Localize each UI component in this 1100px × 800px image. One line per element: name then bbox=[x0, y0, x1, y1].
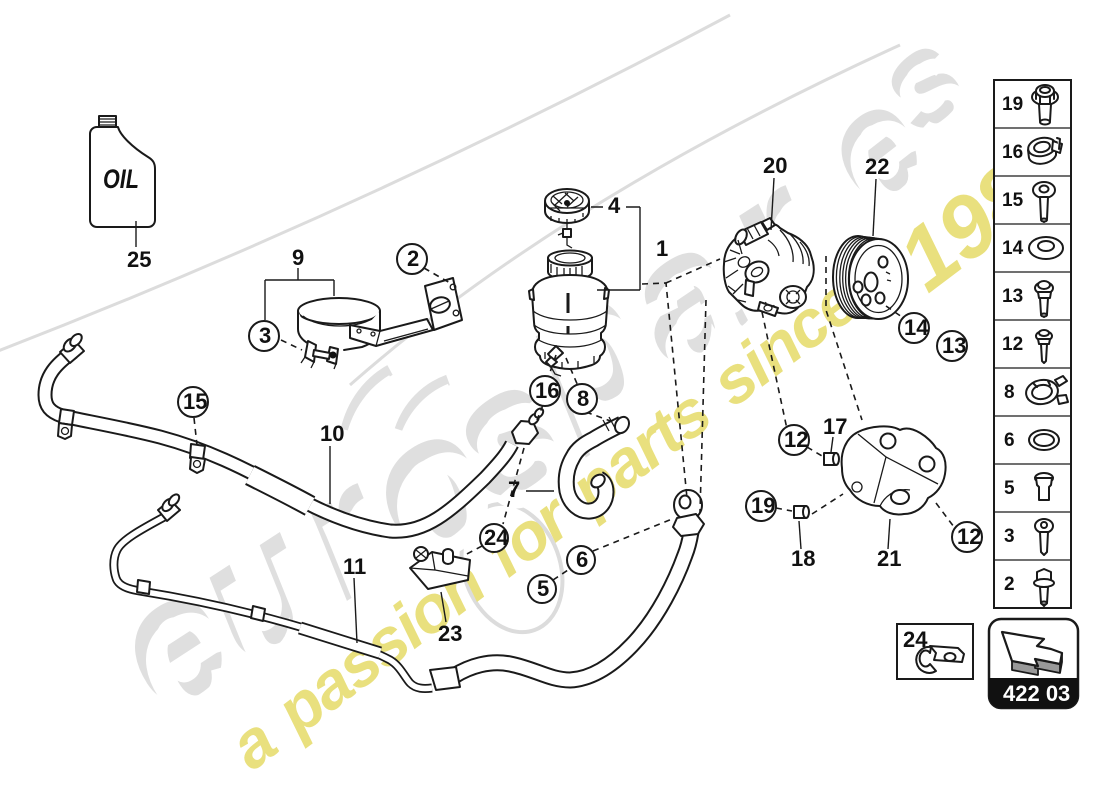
svg-text:13: 13 bbox=[1002, 286, 1023, 307]
svg-text:20: 20 bbox=[763, 153, 787, 178]
svg-text:15: 15 bbox=[183, 389, 207, 414]
svg-text:3: 3 bbox=[259, 323, 271, 348]
svg-text:18: 18 bbox=[791, 546, 815, 571]
svg-text:5: 5 bbox=[1004, 478, 1015, 499]
svg-text:1: 1 bbox=[656, 236, 668, 261]
svg-text:3: 3 bbox=[1004, 526, 1015, 547]
svg-text:6: 6 bbox=[576, 547, 588, 572]
svg-text:4: 4 bbox=[608, 193, 621, 218]
svg-text:13: 13 bbox=[942, 333, 966, 358]
svg-text:21: 21 bbox=[877, 546, 901, 571]
svg-text:17: 17 bbox=[823, 414, 847, 439]
svg-text:14: 14 bbox=[1002, 238, 1024, 259]
svg-text:OIL: OIL bbox=[103, 165, 139, 195]
svg-text:9: 9 bbox=[292, 245, 304, 270]
svg-text:2: 2 bbox=[407, 246, 419, 271]
svg-text:24: 24 bbox=[484, 525, 509, 550]
svg-text:19: 19 bbox=[751, 493, 775, 518]
svg-text:19: 19 bbox=[1002, 94, 1023, 115]
svg-text:10: 10 bbox=[320, 421, 344, 446]
svg-text:15: 15 bbox=[1002, 190, 1024, 211]
svg-text:12: 12 bbox=[957, 524, 981, 549]
svg-text:12: 12 bbox=[1002, 334, 1023, 355]
svg-text:2: 2 bbox=[1004, 574, 1015, 595]
svg-text:22: 22 bbox=[865, 154, 889, 179]
svg-text:25: 25 bbox=[127, 247, 151, 272]
svg-text:6: 6 bbox=[1004, 430, 1015, 451]
svg-text:8: 8 bbox=[1004, 382, 1015, 403]
svg-text:12: 12 bbox=[784, 427, 808, 452]
svg-text:14: 14 bbox=[904, 315, 929, 340]
svg-text:16: 16 bbox=[535, 378, 559, 403]
svg-text:8: 8 bbox=[577, 386, 589, 411]
svg-text:23: 23 bbox=[438, 621, 462, 646]
svg-text:5: 5 bbox=[537, 576, 549, 601]
svg-text:422 03: 422 03 bbox=[1003, 681, 1070, 706]
svg-text:11: 11 bbox=[343, 554, 366, 579]
svg-text:16: 16 bbox=[1002, 142, 1023, 163]
